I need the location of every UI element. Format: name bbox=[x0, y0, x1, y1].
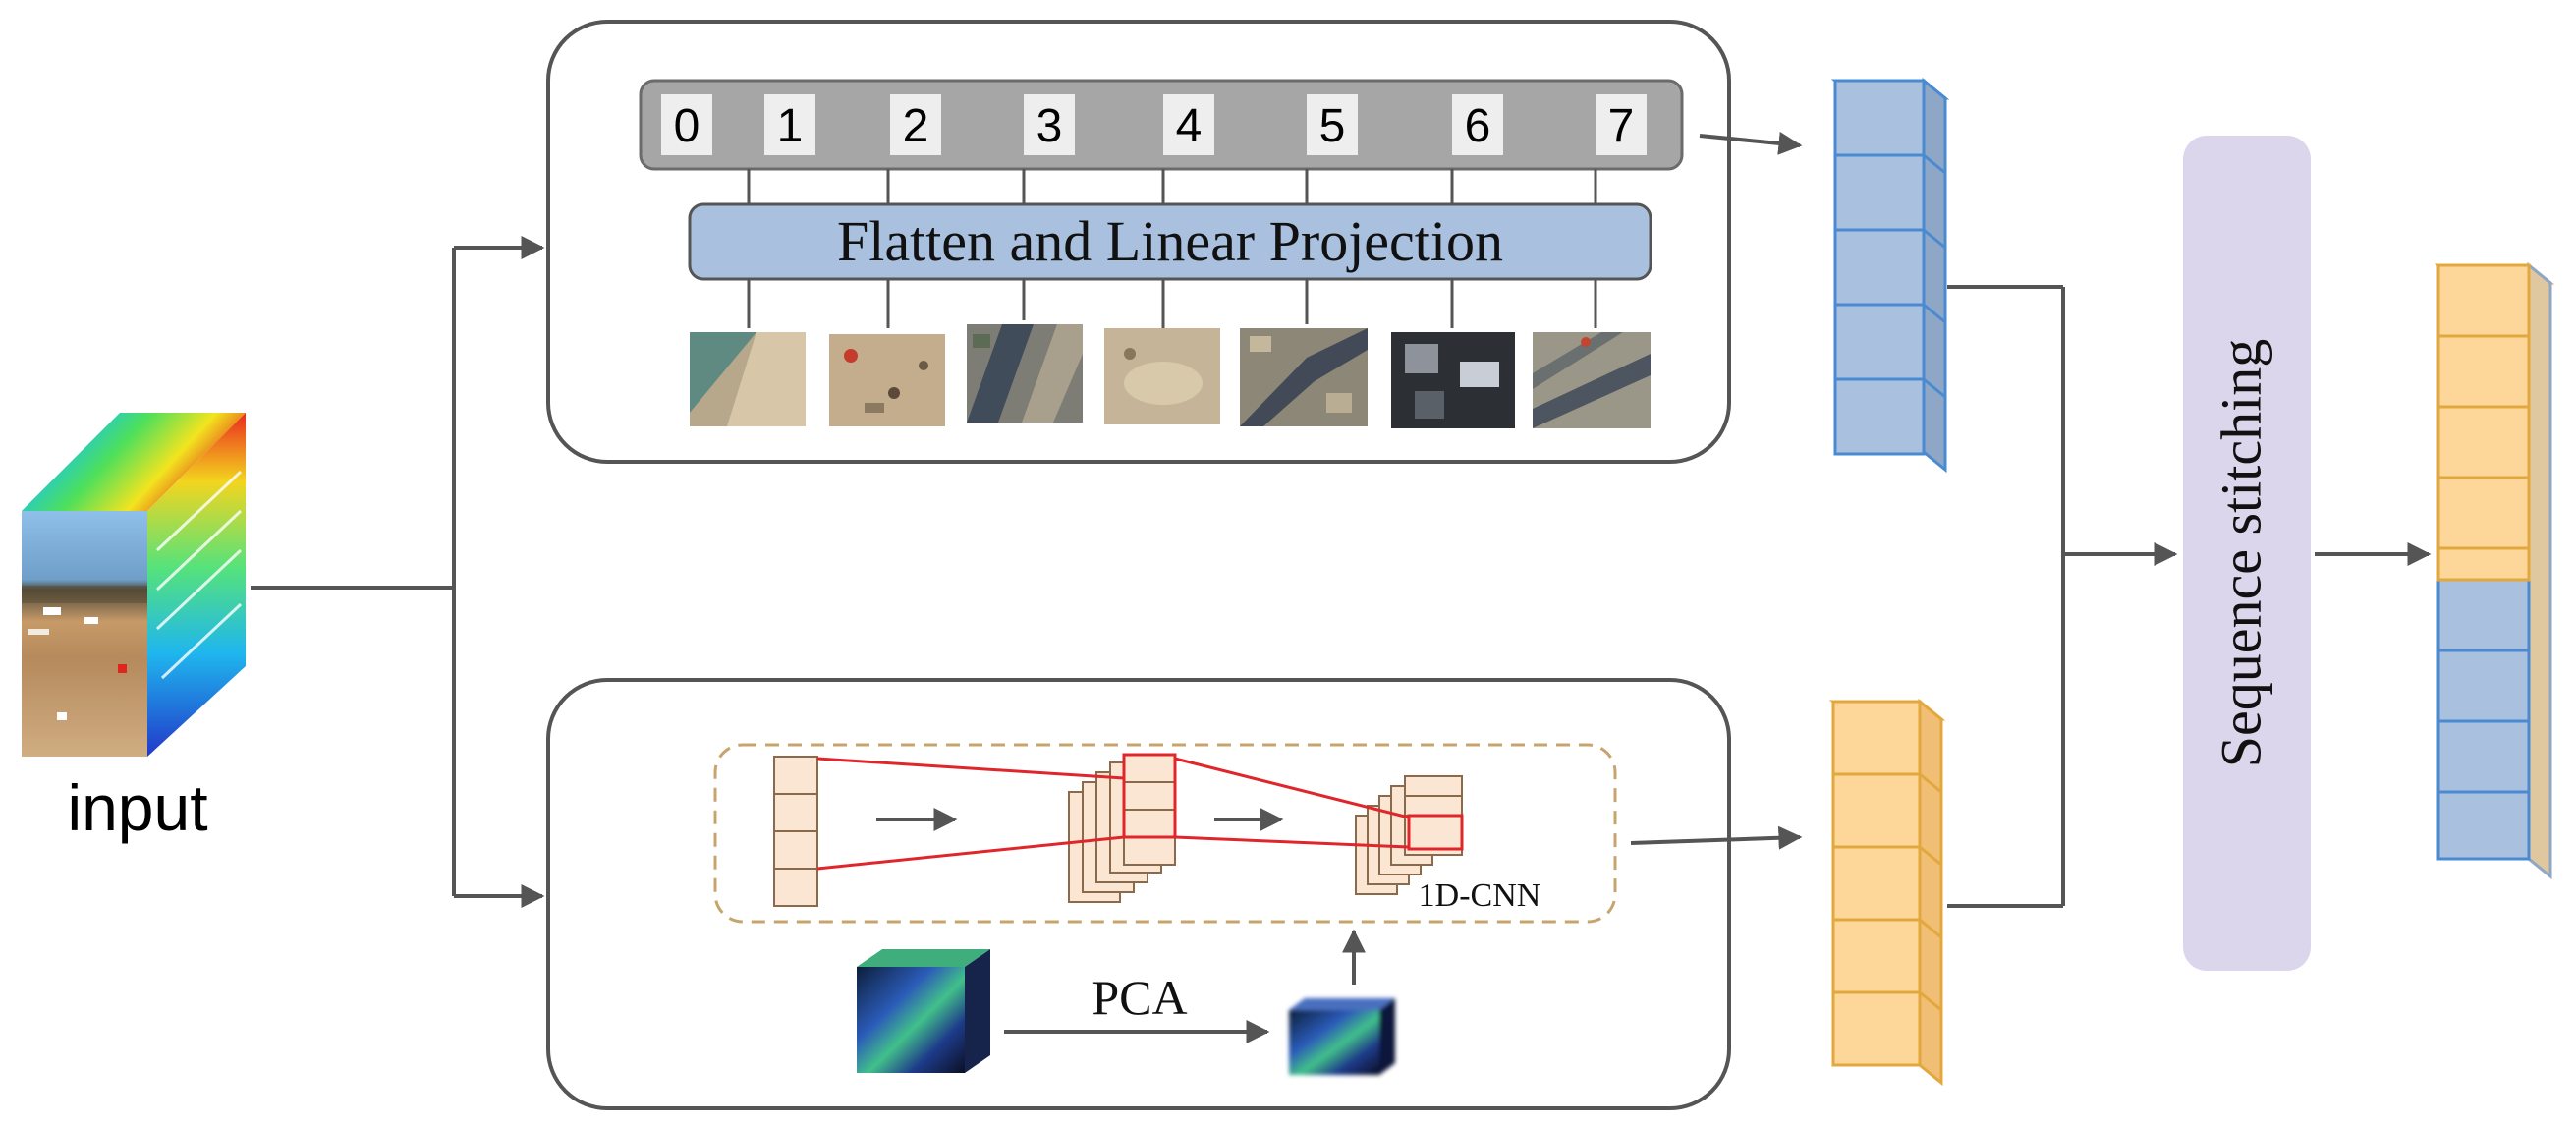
hsi-block-icon bbox=[857, 949, 990, 1073]
stitched-token-column bbox=[2434, 261, 2555, 880]
aerial-patch-icon bbox=[1391, 332, 1515, 428]
spatial-token bbox=[1833, 228, 1926, 307]
index-cell-3 bbox=[1024, 94, 1075, 155]
index-cell-1 bbox=[764, 94, 815, 155]
index-label-2: 2 bbox=[903, 100, 929, 152]
spatial-token bbox=[2436, 578, 2531, 652]
spectral-token bbox=[1831, 918, 1922, 994]
index-cell-5 bbox=[1307, 94, 1358, 155]
patch-output-arrow bbox=[1699, 131, 1803, 155]
input-cube: input bbox=[22, 413, 246, 844]
index-label-3: 3 bbox=[1036, 100, 1063, 152]
index-label-6: 6 bbox=[1465, 100, 1491, 152]
spectral-output-arrow bbox=[1630, 825, 1803, 850]
aerial-patch-icon bbox=[967, 324, 1083, 423]
index-label-0: 0 bbox=[674, 100, 700, 152]
hsi-block-icon bbox=[1289, 998, 1395, 1075]
cnn-feature-stack-1 bbox=[1068, 754, 1176, 903]
index-label-5: 5 bbox=[1319, 100, 1346, 152]
spatial-token bbox=[2436, 649, 2531, 723]
spectral-token bbox=[2436, 546, 2531, 582]
aerial-patch-icon bbox=[1104, 328, 1220, 424]
aerial-patch-icon bbox=[1533, 332, 1651, 428]
index-cell-0 bbox=[661, 94, 712, 155]
index-cell-4 bbox=[1163, 94, 1214, 155]
index-cell-7 bbox=[1596, 94, 1647, 155]
spectral-panel: 1D-CNN PCA bbox=[546, 678, 1731, 1110]
patch-connectors bbox=[747, 169, 1597, 328]
spatial-token-column bbox=[1830, 77, 1950, 474]
spectral-token bbox=[2436, 334, 2531, 409]
index-label-4: 4 bbox=[1176, 100, 1203, 152]
spatial-token bbox=[1833, 153, 1926, 232]
image-patches bbox=[690, 324, 1651, 428]
pca-label: PCA bbox=[1092, 970, 1187, 1025]
index-label-1: 1 bbox=[777, 100, 804, 152]
aerial-patch-icon bbox=[1240, 328, 1368, 426]
input-label: input bbox=[67, 771, 207, 844]
position-index-cells bbox=[661, 94, 1647, 155]
spectral-token-column bbox=[1828, 698, 1946, 1087]
spectral-token bbox=[1831, 700, 1922, 776]
hyperspectral-cube-icon bbox=[22, 413, 246, 757]
index-label-7: 7 bbox=[1608, 100, 1635, 152]
cnn-label: 1D-CNN bbox=[1419, 877, 1541, 914]
cnn-receptive-lines bbox=[816, 753, 1464, 871]
index-cell-6 bbox=[1452, 94, 1503, 155]
patch-embedding-panel: 0 1 2 3 4 5 6 7 Flatten bbox=[546, 20, 1731, 464]
spatial-token bbox=[2436, 790, 2531, 861]
spectral-token bbox=[2436, 476, 2531, 550]
spectral-token bbox=[1831, 845, 1922, 922]
spatial-token bbox=[1833, 303, 1926, 381]
merge-connectors bbox=[1947, 285, 2178, 908]
projection-label: Flatten and Linear Projection bbox=[837, 209, 1503, 273]
spatial-token bbox=[1833, 79, 1926, 157]
sequence-stitching-block: Sequence stitching bbox=[2183, 136, 2311, 971]
spectral-token bbox=[2436, 263, 2531, 338]
index-cell-2 bbox=[890, 94, 941, 155]
input-branch-connectors bbox=[251, 236, 545, 908]
aerial-patch-icon bbox=[690, 332, 806, 426]
stitch-label: Sequence stitching bbox=[2209, 339, 2272, 768]
spatial-token bbox=[1833, 377, 1926, 456]
cnn-input-column bbox=[773, 756, 818, 907]
aerial-patch-icon bbox=[829, 334, 945, 426]
spectral-token bbox=[2436, 405, 2531, 479]
spectral-token bbox=[1831, 990, 1922, 1067]
cnn-dashed-region bbox=[713, 743, 1617, 924]
linear-projection-box bbox=[688, 202, 1652, 281]
stitching-bar bbox=[2183, 136, 2311, 971]
position-index-labels: 0 1 2 3 4 5 6 7 bbox=[674, 100, 1635, 152]
spectral-token bbox=[1831, 772, 1922, 849]
spatial-token bbox=[2436, 719, 2531, 794]
